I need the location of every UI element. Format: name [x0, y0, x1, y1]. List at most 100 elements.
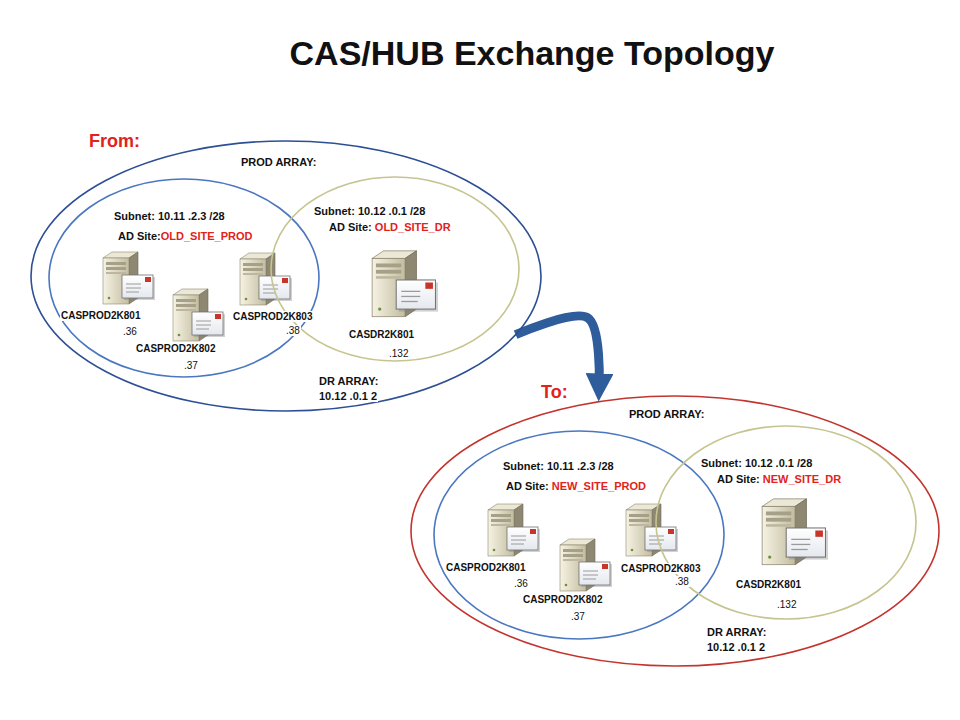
ellipse-outline — [271, 177, 519, 361]
array-ellipse: PROD ARRAY: Subnet: 10.11 .2.3 /28 AD Site… — [410, 395, 940, 667]
server-icon — [480, 498, 540, 560]
site-ellipse: Subnet: 10.11 .2.3 /28 AD Site: NEW_SITE_… — [433, 430, 725, 640]
text-wrap: Subnet: 10.11 .2.3 /28 — [502, 456, 615, 474]
ip-suffix: .38 — [285, 325, 301, 336]
site-label: AD Site: NEW_SITE_PROD — [505, 480, 647, 492]
ip-suffix: .132 — [388, 348, 409, 359]
label-wrap: DR ARRAY: — [318, 371, 380, 389]
text-wrap: .37 — [183, 355, 199, 373]
site-label: AD Site: NEW_SITE_DR — [716, 473, 842, 485]
server-icon — [372, 251, 438, 317]
server-name: CASDR2K801 — [348, 329, 415, 340]
server-icon — [752, 491, 828, 570]
server-icon — [626, 504, 678, 556]
text-wrap: Subnet: 10.11 .2.3 /28 — [113, 206, 226, 224]
text-wrap: .132 — [388, 343, 409, 361]
array-label: PROD ARRAY: — [240, 156, 317, 168]
text-wrap: CASPROD2K802 — [522, 589, 603, 607]
text-wrap: .36 — [513, 573, 529, 591]
server-node: CASPROD2K802.37 — [552, 533, 612, 595]
text-wrap: Subnet: 10.12 .0.1 /28 — [700, 453, 813, 471]
site-key: AD Site: — [118, 230, 161, 242]
text-wrap: PROD ARRAY: — [628, 404, 705, 422]
diagram-title: CAS/HUB Exchange Topology — [289, 34, 776, 72]
array-label: DR ARRAY: — [318, 375, 380, 387]
transition-arrow — [516, 316, 600, 383]
label-wrap: To: — [540, 382, 569, 403]
ip-suffix: .38 — [674, 576, 690, 587]
site-value: NEW_SITE_PROD — [549, 480, 646, 492]
text-wrap: CASPROD2K803 — [232, 306, 313, 324]
title-wrap: CAS/HUB Exchange Topology — [0, 34, 960, 73]
server-name: CASPROD2K801 — [445, 562, 526, 573]
text-wrap: CASPROD2K801 — [60, 305, 141, 323]
server-icon — [165, 283, 225, 345]
subnet-label: Subnet: 10.12 .0.1 /28 — [313, 205, 426, 217]
section-label: To: — [540, 382, 569, 402]
server-node: CASPROD2K803.38 — [618, 498, 678, 560]
array-ellipse: PROD ARRAY: Subnet: 10.11 .2.3 /28 AD Site… — [30, 140, 542, 412]
site-key: AD Site: — [506, 480, 549, 492]
server-icon — [560, 539, 612, 591]
server-icon — [762, 499, 828, 565]
site-ellipse: Subnet: 10.11 .2.3 /28 AD Site:OLD_SITE_P… — [48, 178, 320, 378]
site-ellipse: Subnet: 10.12 .0.1 /28 AD Site: OLD_SITE_… — [270, 176, 520, 362]
site-label: AD Site:OLD_SITE_PROD — [117, 230, 253, 242]
server-icon — [552, 533, 612, 595]
text-wrap: Subnet: 10.12 .0.1 /28 — [313, 201, 426, 219]
text-wrap: AD Site: NEW_SITE_PROD — [505, 476, 647, 494]
text-wrap: .38 — [285, 320, 301, 338]
site-key: AD Site: — [329, 221, 372, 233]
site-label: AD Site: OLD_SITE_DR — [328, 221, 452, 233]
text-wrap: CASDR2K801 — [348, 324, 415, 342]
section-label: From: — [88, 131, 141, 151]
array-address: 10.12 .0.1 2 — [318, 390, 378, 402]
label-wrap: 10.12 .0.1 2 — [318, 386, 378, 404]
label-wrap: DR ARRAY: — [706, 622, 768, 640]
text-wrap: CASPROD2K801 — [445, 557, 526, 575]
ellipse-outline — [656, 426, 916, 619]
array-label: PROD ARRAY: — [628, 408, 705, 420]
label-wrap: From: — [88, 131, 141, 152]
server-node: CASPROD2K803.38 — [232, 247, 292, 309]
site-ellipse: Subnet: 10.12 .0.1 /28 AD Site: NEW_SITE_… — [655, 425, 917, 620]
server-icon — [618, 498, 678, 560]
subnet-label: Subnet: 10.11 .2.3 /28 — [502, 460, 615, 472]
ip-suffix: .36 — [122, 326, 138, 337]
array-address: 10.12 .0.1 2 — [706, 641, 766, 653]
ip-suffix: .37 — [183, 360, 199, 371]
site-value: OLD_SITE_PROD — [161, 230, 253, 242]
server-icon — [240, 253, 292, 305]
text-wrap: AD Site:OLD_SITE_PROD — [117, 226, 253, 244]
ellipse-outline — [411, 396, 939, 666]
server-icon — [232, 247, 292, 309]
server-node: CASPROD2K802.37 — [165, 283, 225, 345]
server-node: CASDR2K801.132 — [752, 491, 828, 570]
site-key: AD Site: — [717, 473, 760, 485]
server-name: CASPROD2K802 — [135, 343, 216, 354]
server-name: CASPROD2K803 — [620, 563, 701, 574]
site-value: OLD_SITE_DR — [372, 221, 451, 233]
server-icon — [103, 252, 155, 304]
text-wrap: AD Site: NEW_SITE_DR — [716, 469, 842, 487]
server-name: CASPROD2K803 — [232, 311, 313, 322]
server-node: CASDR2K801.132 — [362, 243, 438, 322]
text-wrap: CASPROD2K803 — [620, 558, 701, 576]
ip-suffix: .37 — [570, 611, 586, 622]
subnet-label: Subnet: 10.11 .2.3 /28 — [113, 210, 226, 222]
text-wrap: PROD ARRAY: — [240, 152, 317, 170]
server-node: CASPROD2K801.36 — [95, 246, 155, 308]
ellipse-outline — [434, 431, 724, 639]
server-icon — [95, 246, 155, 308]
site-value: NEW_SITE_DR — [760, 473, 841, 485]
subnet-label: Subnet: 10.12 .0.1 /28 — [700, 457, 813, 469]
server-name: CASDR2K801 — [735, 579, 802, 590]
server-icon — [488, 504, 540, 556]
text-wrap: .132 — [776, 594, 797, 612]
ip-suffix: .132 — [776, 599, 797, 610]
server-icon — [362, 243, 438, 322]
text-wrap: AD Site: OLD_SITE_DR — [328, 217, 452, 235]
server-name: CASPROD2K802 — [522, 594, 603, 605]
